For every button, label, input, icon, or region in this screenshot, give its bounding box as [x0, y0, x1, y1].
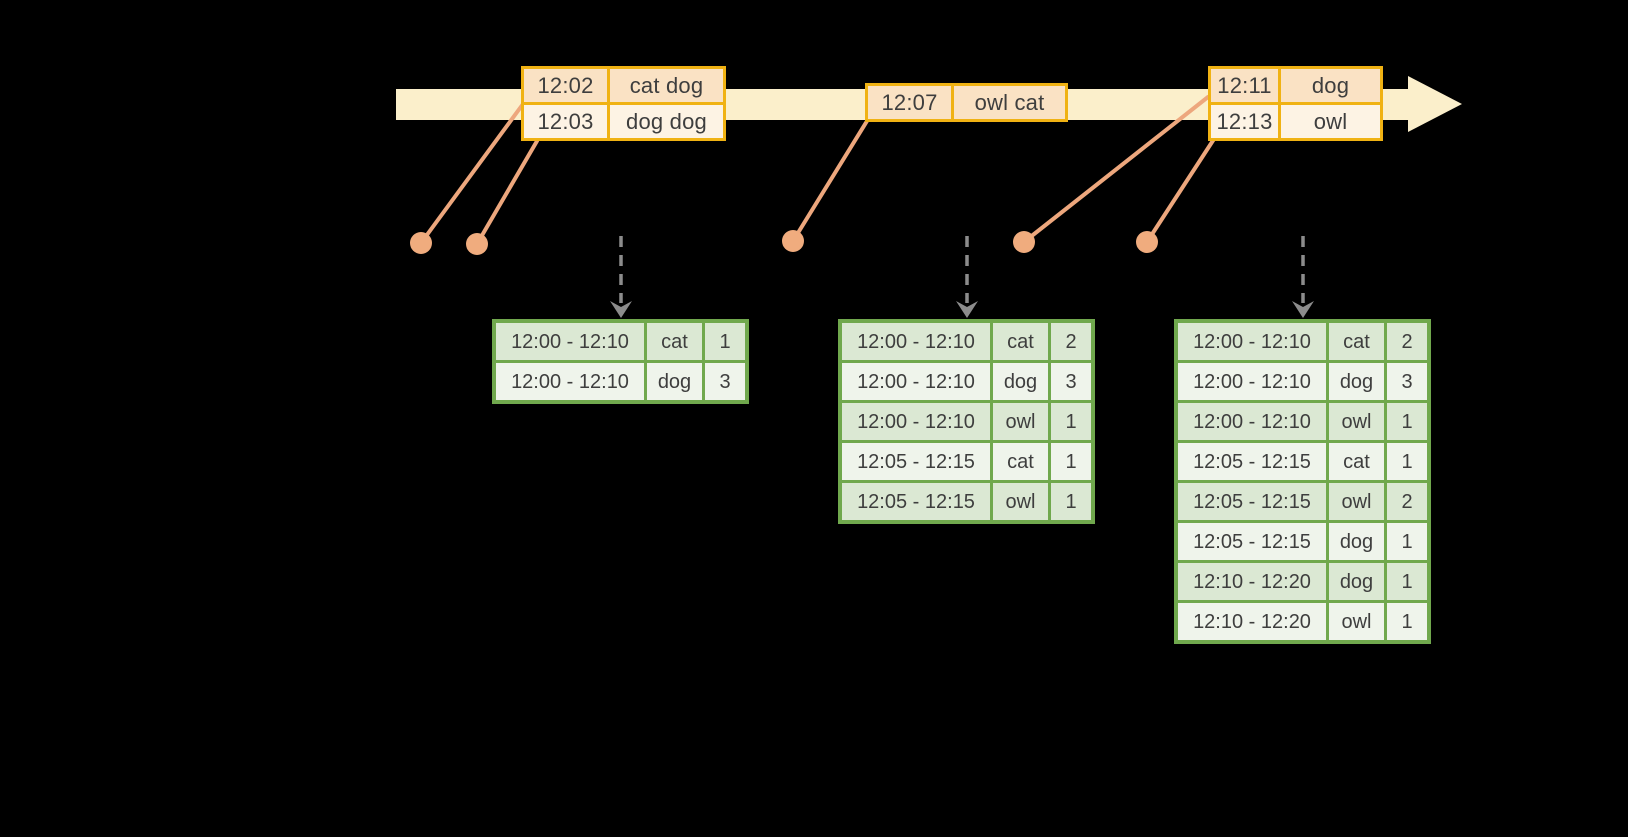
result-window-cell: 12:05 - 12:15 — [1178, 523, 1326, 560]
event-time-cell: 12:03 — [524, 105, 607, 138]
result-word-cell: dog — [1329, 363, 1384, 400]
event-words-cell: cat dog — [610, 69, 723, 102]
result-count-cell: 1 — [705, 323, 745, 360]
result-word-cell: dog — [1329, 523, 1384, 560]
event-dot-icon — [466, 233, 488, 255]
result-count-cell: 3 — [705, 363, 745, 400]
result-window-cell: 12:00 - 12:10 — [1178, 403, 1326, 440]
result-count-cell: 1 — [1387, 523, 1427, 560]
timeline-arrowhead-icon — [1408, 76, 1462, 132]
result-word-cell: dog — [1329, 563, 1384, 600]
event-dot-icon — [1136, 231, 1158, 253]
result-word-cell: owl — [993, 483, 1048, 520]
result-word-cell: owl — [1329, 603, 1384, 640]
event-connector-line — [475, 139, 539, 246]
result-count-cell: 1 — [1387, 603, 1427, 640]
trigger-arrowhead-icon — [610, 301, 632, 318]
event-words-cell: dog — [1281, 69, 1380, 102]
result-count-cell: 1 — [1051, 403, 1091, 440]
event-connector-line — [1022, 95, 1210, 244]
result-window-cell: 12:00 - 12:10 — [1178, 323, 1326, 360]
result-word-cell: owl — [1329, 403, 1384, 440]
result-count-cell: 1 — [1387, 443, 1427, 480]
trigger-arrowhead-icon — [1292, 301, 1314, 318]
result-word-cell: owl — [993, 403, 1048, 440]
result-count-cell: 1 — [1387, 563, 1427, 600]
result-count-cell: 3 — [1387, 363, 1427, 400]
result-window-cell: 12:00 - 12:10 — [842, 323, 990, 360]
result-count-cell: 1 — [1051, 483, 1091, 520]
result-word-cell: owl — [1329, 483, 1384, 520]
result-window-cell: 12:05 - 12:15 — [842, 443, 990, 480]
result-window-cell: 12:00 - 12:10 — [1178, 363, 1326, 400]
result-window-cell: 12:00 - 12:10 — [842, 363, 990, 400]
result-word-cell: cat — [993, 323, 1048, 360]
event-time-cell: 12:13 — [1211, 105, 1278, 138]
trigger-arrowhead-icon — [956, 301, 978, 318]
event-words-cell: owl cat — [954, 86, 1065, 119]
result-word-cell: cat — [647, 323, 702, 360]
event-time-cell: 12:07 — [868, 86, 951, 119]
result-count-cell: 2 — [1387, 323, 1427, 360]
result-window-cell: 12:00 - 12:10 — [496, 363, 644, 400]
result-word-cell: cat — [1329, 443, 1384, 480]
event-time-cell: 12:02 — [524, 69, 607, 102]
result-window-cell: 12:00 - 12:10 — [496, 323, 644, 360]
event-connector-line — [419, 102, 525, 245]
result-window-cell: 12:05 - 12:15 — [842, 483, 990, 520]
event-words-cell: dog dog — [610, 105, 723, 138]
event-connector-line — [1145, 137, 1216, 244]
event-dot-icon — [782, 230, 804, 252]
result-window-cell: 12:10 - 12:20 — [1178, 563, 1326, 600]
result-window-cell: 12:00 - 12:10 — [842, 403, 990, 440]
result-count-cell: 1 — [1387, 403, 1427, 440]
result-count-cell: 3 — [1051, 363, 1091, 400]
result-window-cell: 12:10 - 12:20 — [1178, 603, 1326, 640]
event-connector-line — [791, 119, 869, 243]
result-count-cell: 2 — [1387, 483, 1427, 520]
event-dot-icon — [410, 232, 432, 254]
result-window-cell: 12:05 - 12:15 — [1178, 443, 1326, 480]
result-window-cell: 12:05 - 12:15 — [1178, 483, 1326, 520]
result-count-cell: 1 — [1051, 443, 1091, 480]
event-words-cell: owl — [1281, 105, 1380, 138]
result-word-cell: dog — [647, 363, 702, 400]
result-count-cell: 2 — [1051, 323, 1091, 360]
result-word-cell: dog — [993, 363, 1048, 400]
event-dot-icon — [1013, 231, 1035, 253]
result-word-cell: cat — [1329, 323, 1384, 360]
event-time-cell: 12:11 — [1211, 69, 1278, 102]
result-word-cell: cat — [993, 443, 1048, 480]
